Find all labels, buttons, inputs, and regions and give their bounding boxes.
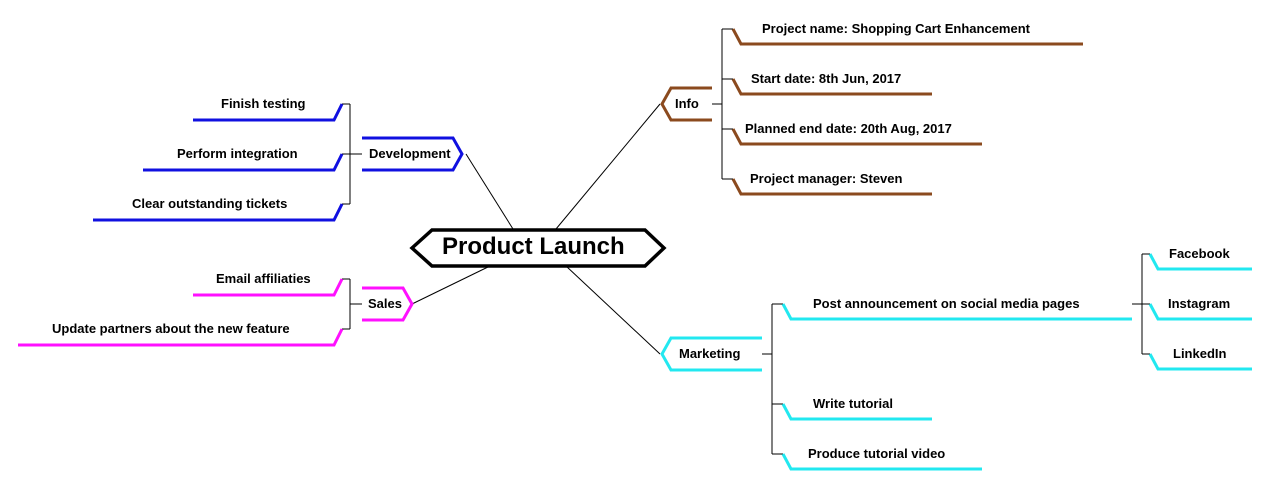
info-child-underline-2: [731, 78, 932, 96]
mkt-child-underline-3: [781, 453, 982, 471]
dev-child-underline-2: [143, 153, 344, 172]
sales-bracket: [342, 278, 362, 330]
dev-child-underline-3: [93, 203, 344, 222]
connector-info: [555, 103, 661, 230]
social-child-underline-2: [1148, 303, 1252, 321]
sales-node-shape[interactable]: [362, 286, 414, 322]
mkt-child-label-3: Produce tutorial video: [808, 446, 946, 461]
marketing-bracket: [762, 303, 783, 455]
dev-child-underline-1: [193, 103, 344, 122]
info-node-shape[interactable]: [660, 86, 712, 122]
info-child-underline-3: [731, 128, 982, 146]
sales-child-underline-1: [193, 278, 344, 297]
social-child-label-1: Facebook: [1169, 246, 1230, 261]
connector-marketing: [565, 265, 661, 355]
social-child-label-3: LinkedIn: [1173, 346, 1227, 361]
sales-child-label-2: Update partners about the new feature: [52, 321, 290, 336]
connector-sales: [411, 265, 491, 305]
social-child-underline-3: [1148, 353, 1252, 371]
info-child-label-1: Project name: Shopping Cart Enhancement: [762, 21, 1030, 36]
social-child-label-2: Instagram: [1168, 296, 1231, 311]
connector-development: [465, 153, 514, 230]
info-child-underline-1: [731, 28, 1083, 46]
development-bracket: [342, 103, 362, 205]
info-child-label-3: Planned end date: 20th Aug, 2017: [745, 121, 952, 136]
marketing-label: Marketing: [679, 346, 741, 361]
dev-child-label-2: Perform integration: [177, 146, 298, 161]
sales-child-underline-2: [18, 328, 344, 347]
mkt-child-label-1: Post announcement on social media pages: [813, 296, 1080, 311]
info-label: Info: [675, 96, 699, 111]
mkt-child-underline-1: [781, 303, 1132, 321]
development-label: Development: [369, 146, 451, 161]
info-bracket: [712, 28, 733, 180]
info-child-underline-4: [731, 178, 932, 196]
dev-child-label-3: Clear outstanding tickets: [132, 196, 288, 211]
info-child-label-2: Start date: 8th Jun, 2017: [751, 71, 902, 86]
mkt-child-label-2: Write tutorial: [813, 396, 893, 411]
central-label: Product Launch: [442, 233, 625, 260]
development-node-shape[interactable]: [362, 136, 464, 172]
sales-label: Sales: [368, 296, 402, 311]
social-bracket: [1132, 253, 1150, 355]
info-child-label-4: Project manager: Steven: [750, 171, 903, 186]
mkt-child-underline-2: [781, 403, 932, 421]
central-node[interactable]: [409, 228, 667, 268]
dev-child-label-1: Finish testing: [221, 96, 306, 111]
social-child-underline-1: [1148, 253, 1252, 271]
sales-child-label-1: Email affiliaties: [216, 271, 311, 286]
marketing-node-shape[interactable]: [660, 336, 762, 372]
